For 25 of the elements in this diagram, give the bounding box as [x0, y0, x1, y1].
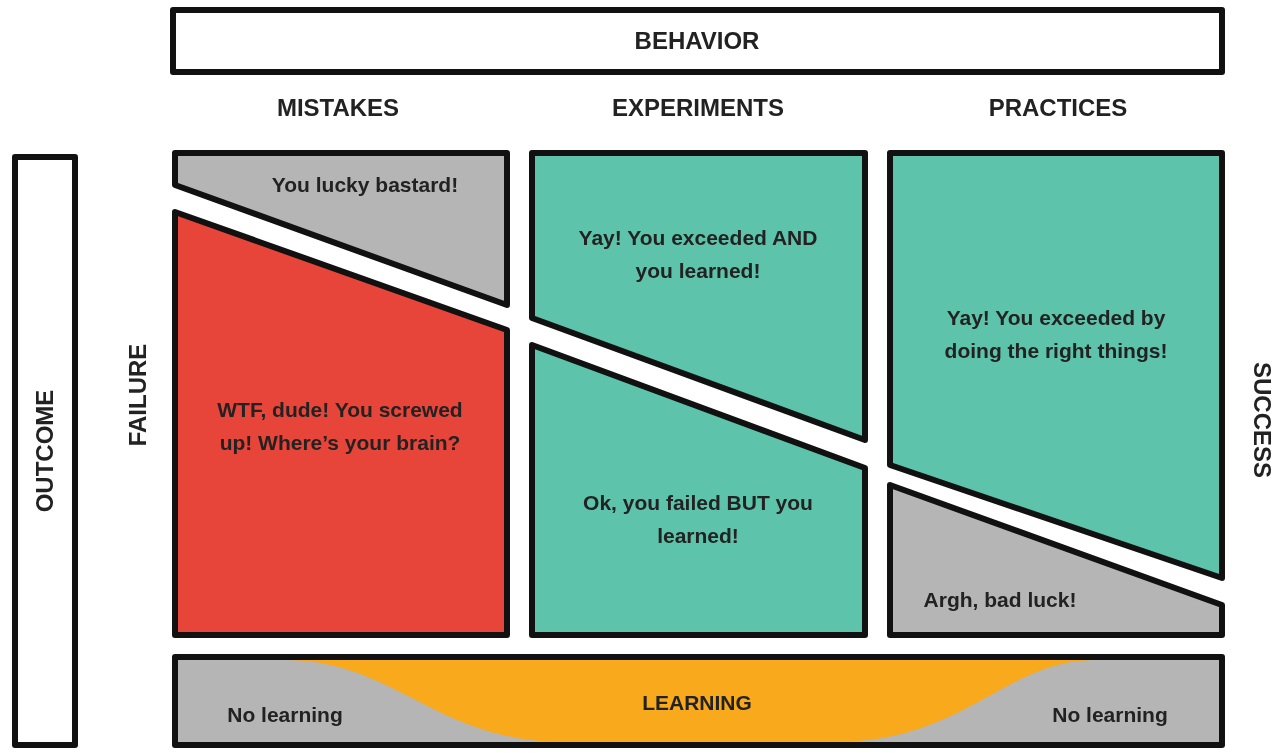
- header-label: BEHAVIOR: [633, 26, 761, 57]
- band-label: No learning: [1051, 701, 1169, 728]
- quadrant-shape: [532, 345, 865, 635]
- row-heading: SUCCESS: [1248, 362, 1276, 478]
- quadrant-text: Argh, bad luck!: [922, 586, 1078, 613]
- quadrant-text: Ok, you failed BUT you learned!: [582, 490, 814, 549]
- row-heading: FAILURE: [124, 343, 152, 447]
- quadrant-text: You lucky bastard!: [270, 171, 460, 198]
- quadrant-text: Yay! You exceeded AND you learned!: [577, 225, 819, 284]
- header-label: OUTCOME: [30, 388, 60, 515]
- quadrant-text: Yay! You exceeded by doing the right things!: [943, 305, 1169, 364]
- quadrant-text: WTF, dude! You screwed up! Where’s your brain?: [216, 397, 464, 456]
- quadrant-shape: [890, 153, 1222, 578]
- column-heading: MISTAKES: [276, 94, 400, 122]
- column-heading: PRACTICES: [988, 94, 1128, 122]
- learning-band: [175, 657, 1222, 745]
- header-box: [173, 10, 1222, 72]
- band-label: No learning: [226, 701, 344, 728]
- column-heading: EXPERIMENTS: [612, 94, 784, 122]
- quadrant-shape: [175, 212, 507, 635]
- quadrant-shape: [890, 485, 1222, 635]
- band-label: LEARNING: [641, 689, 753, 716]
- side-header-box: [15, 157, 75, 745]
- quadrant-shape: [532, 153, 865, 440]
- quadrant-shape: [175, 153, 507, 305]
